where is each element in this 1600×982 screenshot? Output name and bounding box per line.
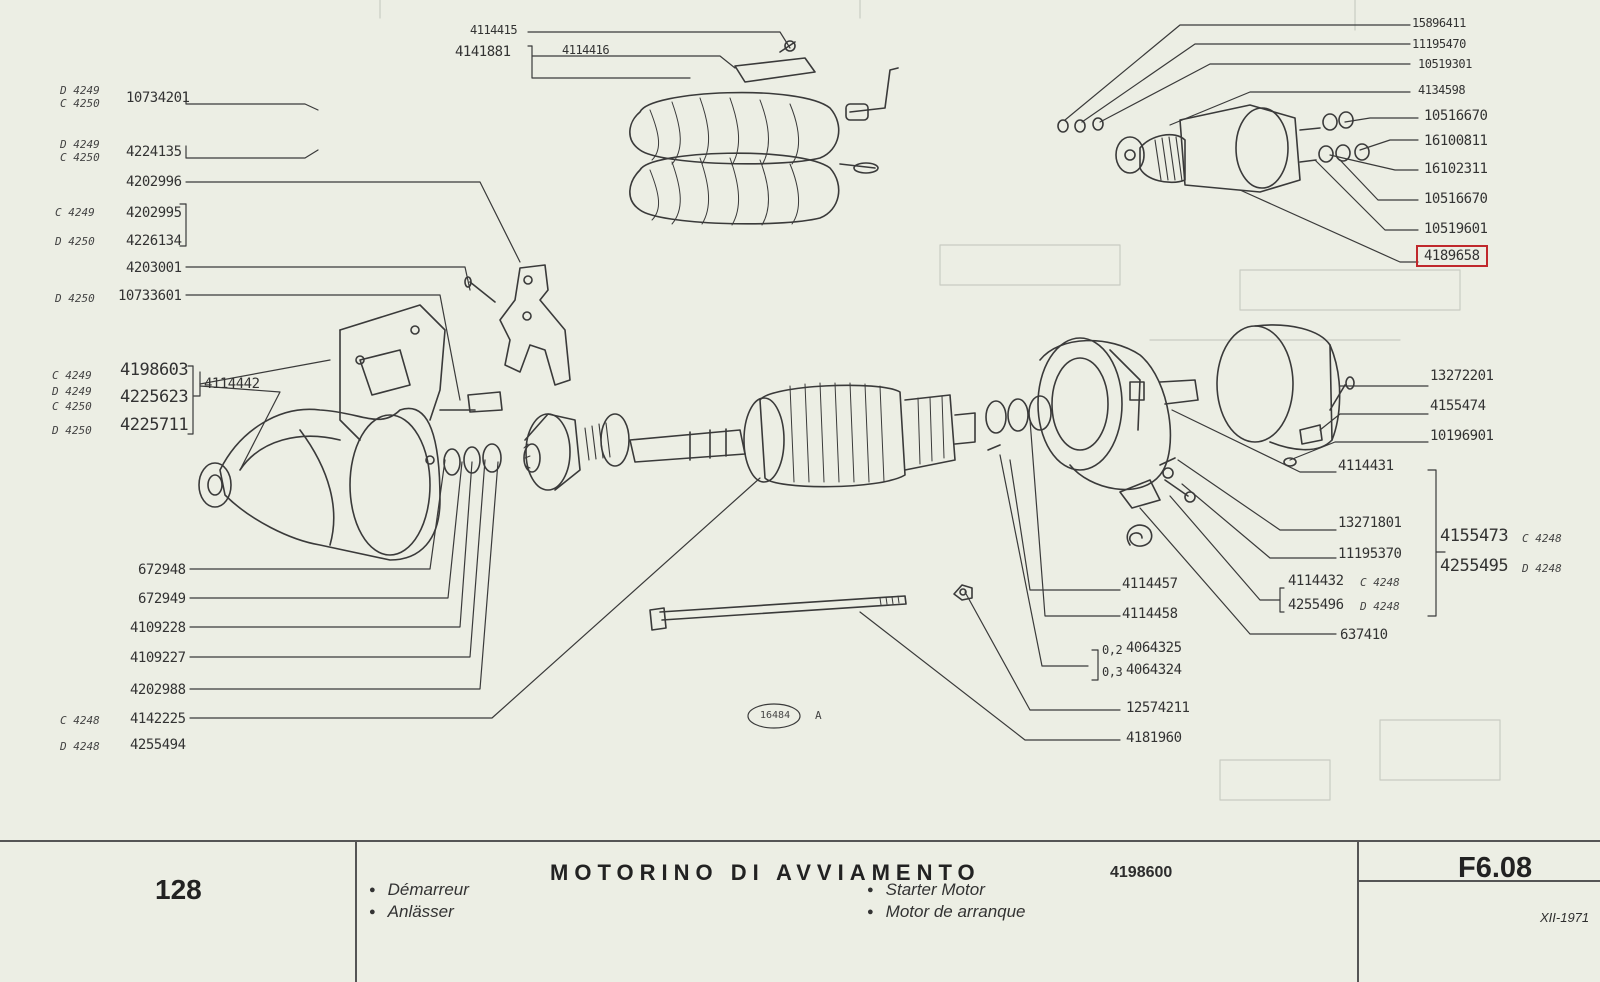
part-number-label: 4203001 [126,260,182,276]
part-number-label: 4109227 [130,650,186,666]
part-number-label: 4181960 [1126,730,1182,746]
variant-label: C 4250 [60,151,100,164]
translation-es: Motor de arranque [867,902,1026,922]
part-number-label: 15896411 [1412,16,1466,30]
variant-label: C 4248 [1360,576,1400,589]
solenoid-drawing [1057,104,1370,193]
part-number-label: 4224135 [126,144,182,160]
part-number-label: 4141881 [455,44,511,60]
variant-label: D 4250 [55,292,95,305]
armature-drawing [629,382,1052,488]
part-number-label: 10196901 [1430,428,1494,444]
parts-drawing [179,0,1501,801]
part-number-label: 11195470 [1412,37,1466,51]
part-number-label: 4114431 [1338,458,1394,474]
through-bolt-drawing [649,584,973,631]
variant-label: D 4250 [55,235,95,248]
part-number-label: 4198603 [120,360,189,380]
sheet-divider [1359,880,1600,882]
title-block: 128 MOTORINO DI AVVIAMENTO 4198600 Démar… [0,840,1600,982]
drawing-reference-suffix: A [815,709,822,722]
part-number-label: 10734201 [126,90,190,106]
variant-label: C 4250 [60,97,100,110]
part-number-label: 13272201 [1430,368,1494,384]
part-number-label: 4114442 [204,376,260,392]
part-number-label: 672948 [138,562,186,578]
part-number-label: 4255495 [1440,556,1509,576]
part-number-label: 10516670 [1424,191,1488,207]
part-number-label: 4202996 [126,174,182,190]
part-number-label: 4155474 [1430,398,1486,414]
variant-label: C 4249 [52,369,92,382]
commutator-end-plate-drawing [1037,337,1199,547]
assembly-part-number: 4198600 [1110,864,1173,881]
translation-en: Starter Motor [867,880,985,900]
variant-label: D 4248 [1360,600,1400,613]
page-number-cell: 128 [0,842,357,982]
pinion-assembly-drawing [443,413,630,491]
shift-fork-drawing [439,264,571,413]
leaders-right [859,24,1446,741]
variant-label: D 4249 [60,138,100,151]
part-number-label: 4226134 [126,233,182,249]
translation-fr: Démarreur [369,880,469,900]
part-number-label: 672949 [138,591,186,607]
variant-label: C 4249 [55,206,95,219]
part-number-label: 11195370 [1338,546,1402,562]
washer-thickness-label: 0,2 [1102,643,1123,657]
part-number-label: 4114457 [1122,576,1178,592]
variant-label: D 4248 [60,740,100,753]
field-coils-drawing [629,40,899,226]
part-number-label: 4225623 [120,387,189,407]
part-number-label: 4114458 [1122,606,1178,622]
part-number-label: 13271801 [1338,515,1402,531]
part-number-label: 4114415 [470,23,518,37]
part-number-label: 12574211 [1126,700,1190,716]
part-number-label: 4109228 [130,620,186,636]
part-number-label: 4114432 [1288,573,1344,589]
variant-label: D 4249 [52,385,92,398]
part-number-label: 637410 [1340,627,1388,643]
part-number-label: 4142225 [130,711,186,727]
part-number-label: 10519601 [1424,221,1488,237]
issue-date: XII-1971 [1540,910,1590,925]
variant-label: D 4249 [60,84,100,97]
part-number-label: 4225711 [120,415,189,435]
sheet-code: F6.08 [1458,852,1533,884]
part-number-label: 10733601 [118,288,182,304]
part-number-label: 4202995 [126,205,182,221]
leaders-left [179,91,761,719]
page-number: 128 [155,874,202,905]
part-number-label: 4114416 [562,43,610,57]
part-number-label: 4202988 [130,682,186,698]
part-number-label: 4255496 [1288,597,1344,613]
part-number-label: 16100811 [1424,133,1488,149]
part-number-label: 10519301 [1418,57,1472,71]
part-number-label: 4064324 [1126,662,1182,678]
cover-band-drawing [1216,324,1355,467]
part-number-label: 4134598 [1418,83,1466,97]
part-number-label: 10516670 [1424,108,1488,124]
variant-label: D 4250 [52,424,92,437]
part-number-label: 4064325 [1126,640,1182,656]
part-number-label: 4255494 [130,737,186,753]
exploded-parts-diagram: D 4249 C 4250 10734201 D 4249 C 4250 422… [52,0,1562,801]
bleed-through-lines [379,0,1501,801]
drawing-reference-code: 16484 [760,710,791,721]
variant-label: C 4248 [1522,532,1562,545]
part-number-label-highlighted: 4189658 [1416,245,1488,267]
variant-label: D 4248 [1522,562,1562,575]
translation-de: Anlässer [369,902,454,922]
washer-thickness-label: 0,3 [1102,665,1123,679]
drive-end-housing-drawing [198,304,446,561]
title-cell: MOTORINO DI AVVIAMENTO 4198600 Démarreur… [357,842,1359,982]
variant-label: C 4248 [60,714,100,727]
part-number-label: 16102311 [1424,161,1488,177]
part-number-label: 4155473 [1440,526,1509,546]
drawing-reference-oval [747,703,801,729]
variant-label: C 4250 [52,400,92,413]
